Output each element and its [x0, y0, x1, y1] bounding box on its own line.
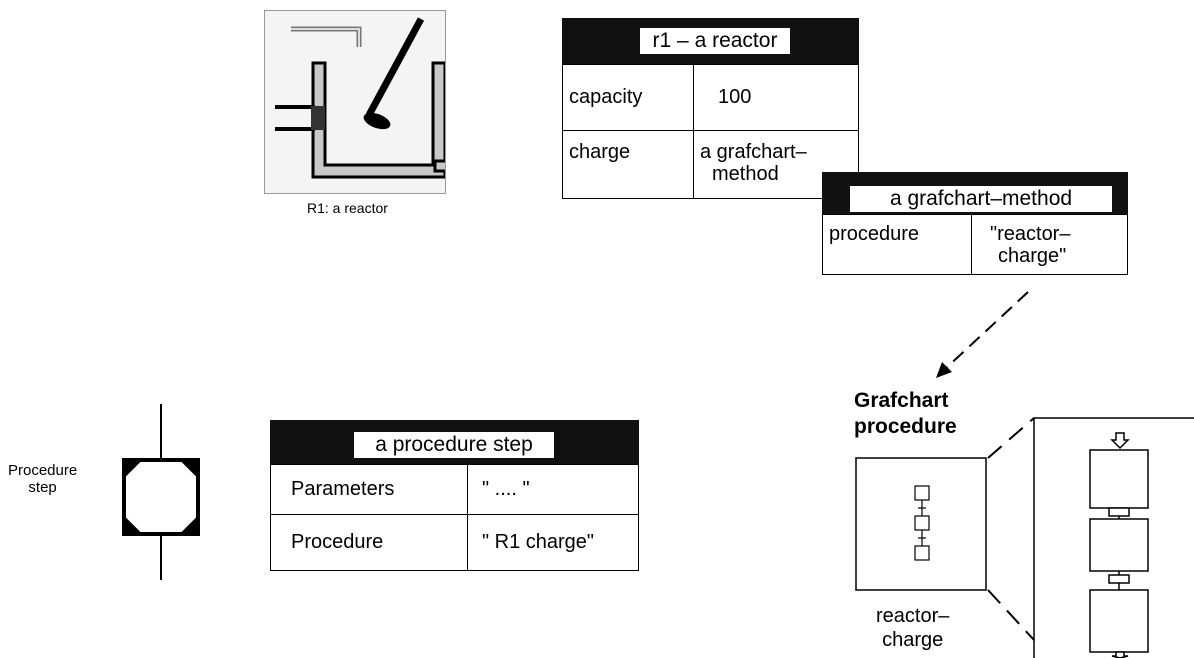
- step-procedure-value: " R1 charge": [467, 514, 639, 571]
- grafchart-caption-line1: reactor–: [876, 605, 950, 627]
- procedure-step-label: Procedure step: [8, 462, 77, 496]
- r1-capacity-label: capacity: [562, 64, 694, 131]
- grafchart-zoom-chart: [1089, 432, 1149, 658]
- r1-table: capacity 100 charge a grafchart– method: [562, 64, 859, 199]
- r1-capacity-value: 100: [693, 64, 859, 131]
- step-procedure-label: Procedure: [270, 514, 468, 571]
- method-to-grafchart-arrow: [936, 291, 1029, 378]
- procedure-step-label-line2: step: [28, 479, 57, 496]
- zoom-line-bottom: [987, 589, 1035, 641]
- grafchart-caption: reactor– charge: [876, 604, 949, 652]
- procedure-step-label-line1: Procedure: [8, 462, 78, 479]
- method-table-title: a grafchart–method: [850, 186, 1112, 212]
- grafchart-heading: Grafchart procedure: [854, 388, 957, 440]
- grafchart-mini-chart: [914, 485, 930, 561]
- step-table-header: a procedure step: [270, 420, 639, 464]
- method-procedure-value-line1: "reactor–: [990, 223, 1071, 245]
- r1-table-title: r1 – a reactor: [640, 28, 790, 54]
- zoom-line-top: [987, 417, 1035, 459]
- r1-charge-label: charge: [562, 130, 694, 199]
- r1-table-header: r1 – a reactor: [562, 18, 859, 64]
- grafchart-zoom-panel: [1033, 417, 1194, 658]
- method-table: procedure "reactor– charge": [822, 214, 1128, 275]
- reactor-icon: [264, 10, 509, 194]
- reactor-caption: R1: a reactor: [307, 200, 388, 216]
- method-procedure-value: "reactor– charge": [971, 214, 1128, 275]
- grafchart-caption-line2: charge: [882, 629, 944, 651]
- step-parameters-label: Parameters: [270, 464, 468, 515]
- r1-charge-value-line1: a grafchart–: [700, 141, 807, 163]
- method-procedure-label: procedure: [822, 214, 972, 275]
- grafchart-heading-line1: Grafchart: [854, 389, 949, 412]
- step-parameters-value: " .... ": [467, 464, 639, 515]
- step-table: Parameters " .... " Procedure " R1 charg…: [270, 464, 639, 571]
- grafchart-thumbnail: [855, 457, 987, 591]
- procedure-step-symbol: [122, 404, 200, 580]
- reactor-drawing: [275, 17, 509, 179]
- r1-charge-value-line2: method: [712, 163, 779, 185]
- method-table-header: a grafchart–method: [822, 172, 1128, 214]
- method-procedure-value-line2: charge": [998, 245, 1067, 267]
- grafchart-heading-line2: procedure: [854, 415, 957, 438]
- step-table-title: a procedure step: [354, 432, 554, 458]
